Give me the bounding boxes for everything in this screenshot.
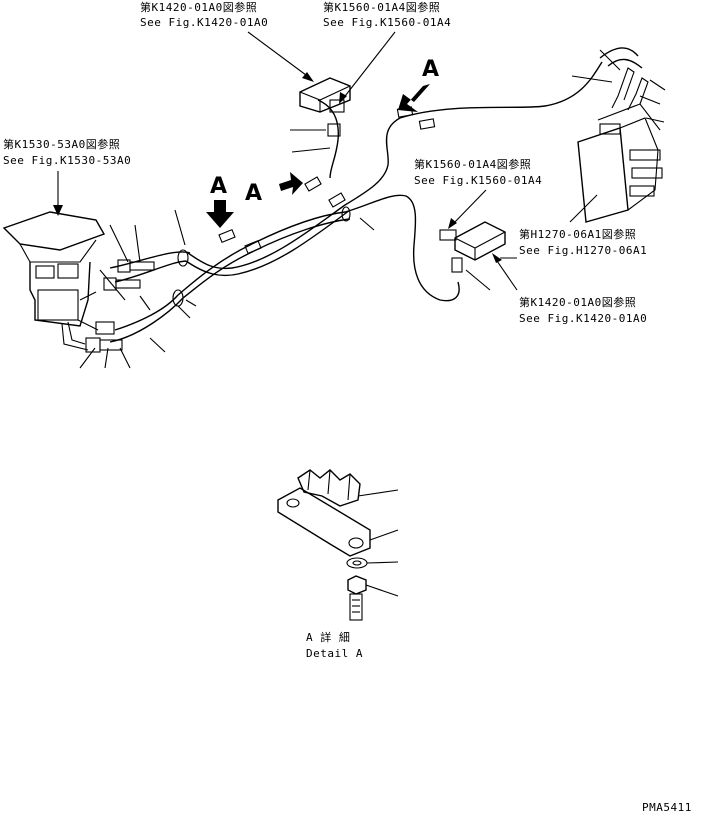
- reference-label-k1560-top: 第K1560-01A4図参照 See Fig.K1560-01A4: [323, 0, 451, 29]
- ref-jp: 第K1420-01A0図参照: [140, 0, 257, 14]
- reference-label-k1560-mid: 第K1560-01A4図参照 See Fig.K1560-01A4: [414, 157, 542, 187]
- ref-jp: 第K1560-01A4図参照: [323, 0, 440, 14]
- valve-block-top: [290, 77, 351, 153]
- view-marker: A: [210, 174, 227, 199]
- ref-jp: 第K1560-01A4図参照: [414, 157, 531, 171]
- ref-en: See Fig.K1560-01A4: [323, 16, 451, 29]
- drawing-code: PMA5411: [642, 801, 692, 814]
- ref-jp: 第K1420-01A0図参照: [519, 295, 636, 309]
- part-leaders-left: [79, 209, 197, 369]
- hose-clamps: [172, 106, 436, 307]
- fittings-left: [85, 259, 155, 353]
- ref-en: See Fig.K1420-01A0: [519, 312, 647, 325]
- detail-a-caption: A 詳 細 Detail A: [306, 630, 363, 660]
- view-marker: A: [422, 57, 439, 82]
- detail-caption-jp: A 詳 細: [306, 630, 350, 644]
- reference-label-k1420-bottom: 第K1420-01A0図参照 See Fig.K1420-01A0: [519, 295, 647, 325]
- hose-routing: [109, 47, 643, 343]
- pump-assembly-right: [571, 49, 666, 223]
- ref-jp: 第K1530-53A0図参照: [3, 137, 120, 151]
- valve-block-right: [359, 217, 506, 291]
- view-arrow-a-left: A: [206, 174, 234, 228]
- reference-label-h1270: 第H1270-06A1図参照 See Fig.H1270-06A1: [519, 227, 647, 257]
- detail-caption-en: Detail A: [306, 647, 363, 660]
- ref-en: See Fig.K1420-01A0: [140, 16, 268, 29]
- ref-en: See Fig.K1530-53A0: [3, 154, 131, 167]
- view-marker: A: [245, 181, 262, 206]
- ref-jp: 第H1270-06A1図参照: [519, 227, 636, 241]
- control-valve-assembly: [2, 211, 106, 351]
- reference-leaders: [53, 31, 598, 291]
- ref-en: See Fig.H1270-06A1: [519, 244, 647, 257]
- reference-label-k1420-top: 第K1420-01A0図参照 See Fig.K1420-01A0: [140, 0, 268, 29]
- reference-label-k1530: 第K1530-53A0図参照 See Fig.K1530-53A0: [3, 137, 131, 167]
- view-arrow-a-top: A: [398, 57, 439, 112]
- detail-a-leaders: [357, 489, 399, 597]
- detail-a-clamp: [277, 469, 371, 621]
- ref-en: See Fig.K1560-01A4: [414, 174, 542, 187]
- view-arrow-a-mid: A: [245, 172, 303, 206]
